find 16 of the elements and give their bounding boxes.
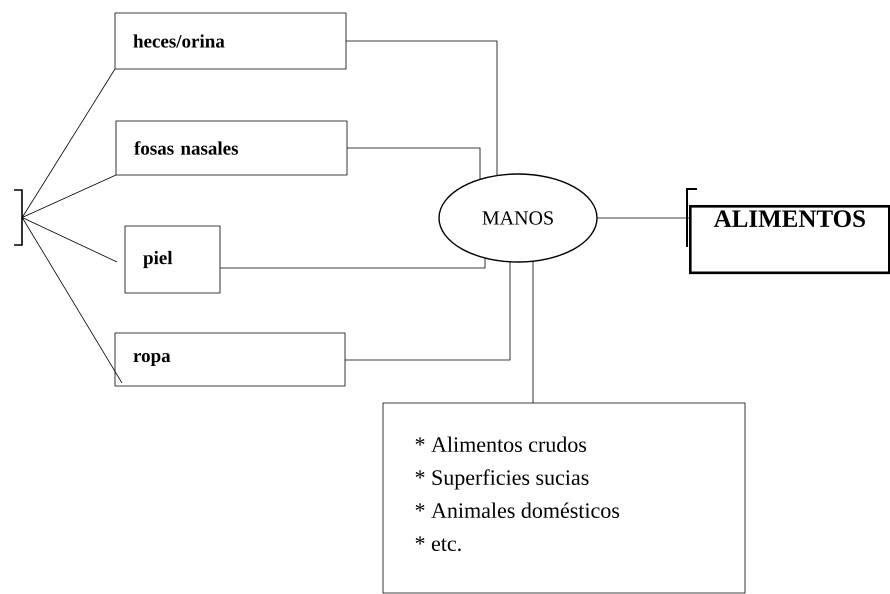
connector-line (220, 258, 486, 268)
connector-line (22, 217, 118, 262)
source-box: ropa (114, 332, 346, 386)
connector-line (22, 68, 116, 218)
connector-line (346, 40, 498, 176)
list-box: * Alimentos crudos * Superficies sucias * Animales domésticos * etc. (382, 402, 746, 594)
source-box: heces/orina (114, 12, 346, 70)
bracket (14, 189, 23, 246)
source-box: fosas nasales (116, 120, 348, 176)
connector-line (22, 174, 116, 218)
connector-line (22, 217, 122, 384)
target-box: ALIMENTOS (686, 188, 890, 274)
connector-line (532, 260, 534, 404)
source-box: piel (124, 226, 220, 294)
connector-line (347, 148, 480, 180)
connector-line (345, 260, 510, 360)
